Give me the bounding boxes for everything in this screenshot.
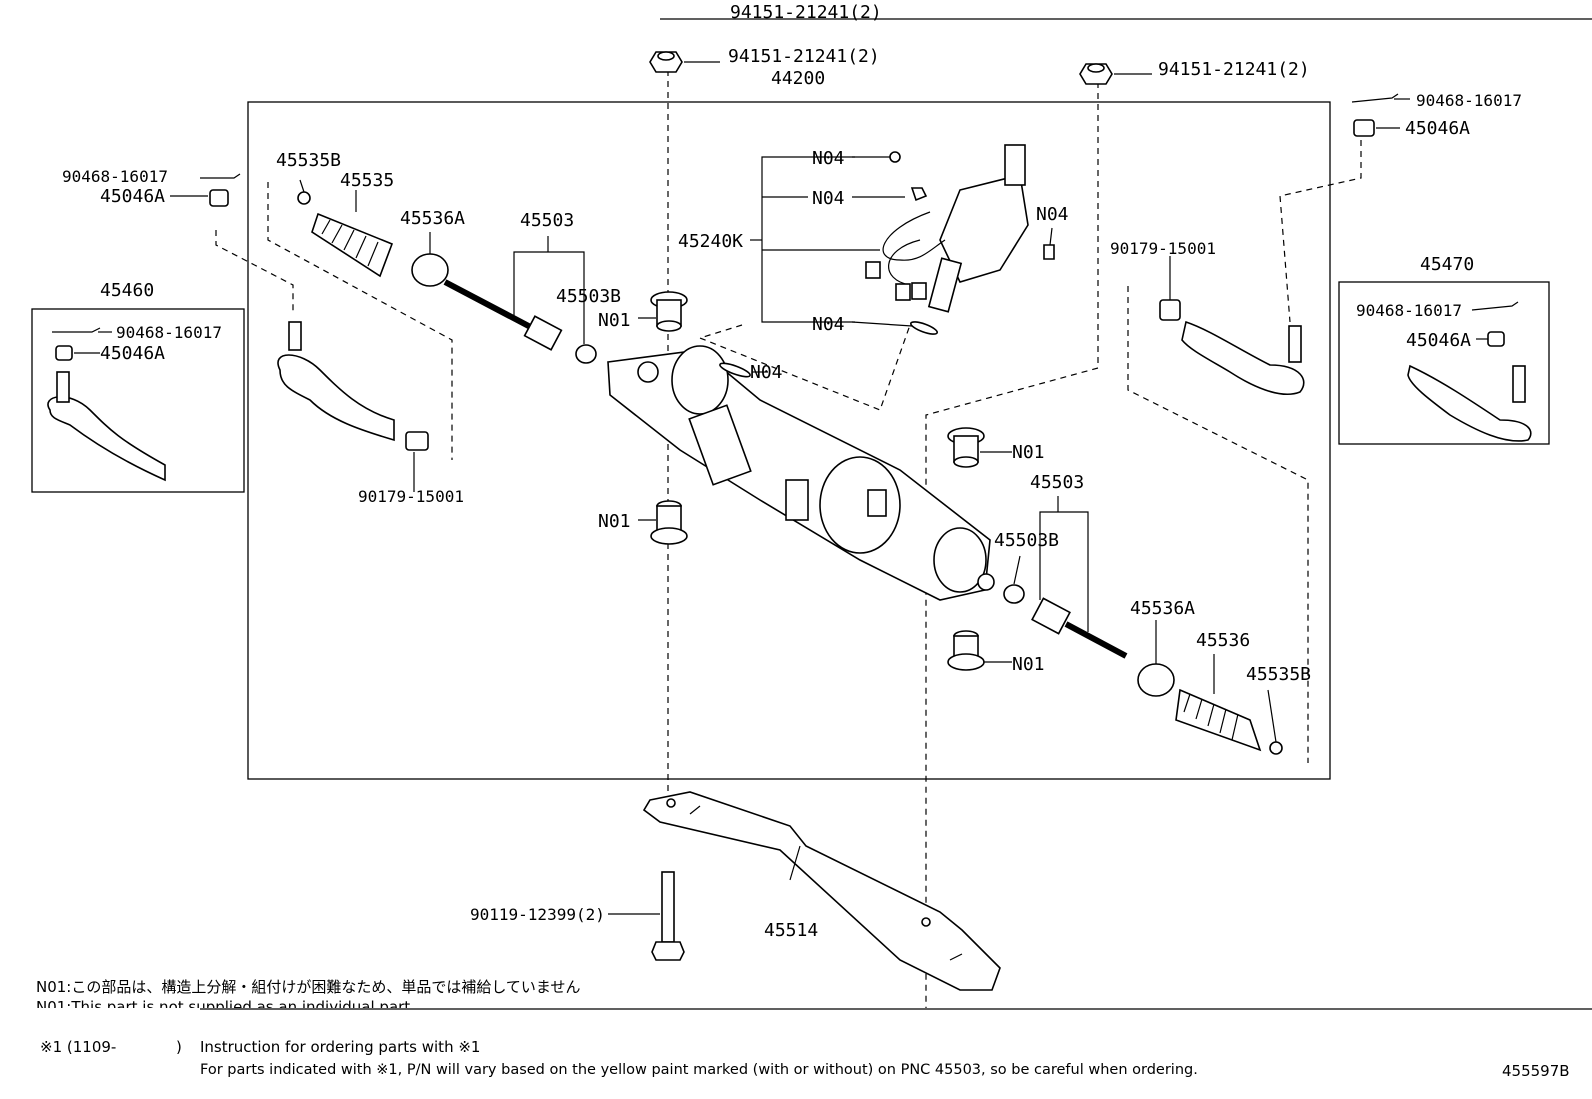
label-n04-e: N04 — [750, 362, 783, 383]
label-nut-left: 45046A — [100, 186, 165, 207]
label-band-right: 45536A — [1130, 598, 1195, 619]
note-en-cutoff: N01:This part is not supplied as an indi… — [36, 998, 411, 1008]
nut-icon — [649, 51, 683, 73]
label-crossmember: 45514 — [764, 920, 818, 941]
guide-right-end — [1279, 140, 1362, 323]
label-n01-mid: N01 — [598, 511, 631, 532]
box-right-clip: 90468-16017 — [1356, 301, 1462, 320]
band-right — [1137, 663, 1175, 697]
label-clamp-left: 45535B — [276, 150, 341, 171]
nut-icon — [209, 189, 229, 207]
ref-title: Instruction for ordering parts with ※1 — [200, 1038, 481, 1056]
label-nut-lock-right: 90179-15001 — [1110, 239, 1216, 258]
tie-rod-end-box-left — [47, 371, 166, 482]
nut-icon — [1079, 63, 1113, 85]
label-n01-top: N01 — [598, 310, 631, 331]
cotter-pin-icon — [200, 173, 241, 179]
ref-mark: ※1 (1109- — [40, 1038, 117, 1056]
label-cutoff: 94151-21241(2) — [730, 2, 882, 23]
guide-left-end — [215, 230, 294, 313]
label-boot-left: 45535 — [340, 170, 394, 191]
bracket-45503-right — [1039, 511, 1089, 632]
leader — [1049, 227, 1053, 246]
bracket-n04 — [761, 156, 855, 323]
leader — [1013, 555, 1021, 585]
label-clamp-right: 45535B — [1246, 664, 1311, 685]
label-top-nut-center: 94151-21241(2) — [728, 46, 880, 67]
leader — [851, 321, 913, 327]
nut-icon — [1487, 331, 1505, 347]
label-n04-a: N04 — [812, 148, 845, 169]
leader — [299, 179, 305, 193]
box-left-clip: 90468-16017 — [116, 323, 222, 342]
label-nut-right: 45046A — [1405, 118, 1470, 139]
label-boot-right: 45536 — [1196, 630, 1250, 651]
clamp-left — [297, 191, 311, 205]
cotter-pin-icon — [1351, 93, 1399, 103]
clamp-right — [1269, 741, 1283, 755]
label-band-left: 45536A — [400, 208, 465, 229]
bracket-45503-left — [513, 251, 585, 344]
box-left-nut: 45046A — [100, 343, 165, 364]
steering-rack-housing — [607, 345, 995, 601]
label-n01-right-top: N01 — [1012, 442, 1045, 463]
crossmember — [642, 791, 1001, 991]
label-washer-left: 45503B — [556, 286, 621, 307]
box-right-nut: 45046A — [1406, 330, 1471, 351]
bushing-icon — [650, 500, 688, 545]
label-top-nut-right: 94151-21241(2) — [1158, 59, 1310, 80]
nut-icon — [1353, 119, 1375, 137]
label-bolt: 90119-12399(2) — [470, 905, 605, 924]
tie-rod-right — [1003, 584, 1128, 659]
tie-rod-end-left — [277, 321, 395, 442]
label-n04-d: N04 — [812, 314, 845, 335]
bolt-icon — [651, 871, 685, 961]
ref-body: For parts indicated with ※1, P/N will va… — [200, 1062, 1198, 1078]
tie-rod-end-right — [1181, 320, 1305, 395]
mount-line-right — [925, 82, 1099, 1008]
boot-right — [1175, 688, 1262, 752]
label-clip-left: 90468-16017 — [62, 167, 168, 186]
label-nut-lock-left: 90179-15001 — [358, 487, 464, 506]
assembly-frame — [247, 101, 1331, 780]
label-n01-right-bot: N01 — [1012, 654, 1045, 675]
ref-close: ) — [176, 1038, 182, 1056]
nut-icon — [1159, 299, 1181, 321]
label-rod-right: 45503 — [1030, 472, 1084, 493]
label-valve: 45240K — [678, 231, 743, 252]
o-ring-icon — [719, 362, 751, 378]
tie-rod-end-box-right — [1407, 364, 1532, 442]
label-washer-right: 45503B — [994, 530, 1059, 551]
bushing-icon — [947, 427, 985, 468]
band-left — [411, 253, 449, 287]
bushing-icon — [650, 291, 688, 332]
box-45470 — [1338, 281, 1550, 445]
box-right-title: 45470 — [1420, 254, 1474, 275]
cotter-pin-icon — [52, 327, 101, 333]
label-assembly: 44200 — [771, 68, 825, 89]
box-45460 — [31, 308, 245, 493]
nut-icon — [405, 431, 429, 451]
boot-left — [311, 212, 394, 278]
tie-rod-left — [443, 279, 597, 364]
bushing-icon — [947, 630, 985, 671]
leader — [1267, 689, 1277, 743]
cotter-pin-icon — [1471, 301, 1519, 311]
control-valve-assembly — [865, 144, 1055, 335]
label-rod-left: 45503 — [520, 210, 574, 231]
nut-icon — [55, 345, 73, 361]
note-jp: N01:この部品は、構造上分解・組付けが困難なため、単品では補給していません — [36, 978, 581, 996]
box-left-title: 45460 — [100, 280, 154, 301]
label-n04-c: N04 — [1036, 204, 1069, 225]
diagram-id: 455597B — [1502, 1062, 1570, 1080]
leader — [789, 845, 801, 881]
label-clip-right: 90468-16017 — [1416, 91, 1522, 110]
label-n04-b: N04 — [812, 188, 845, 209]
